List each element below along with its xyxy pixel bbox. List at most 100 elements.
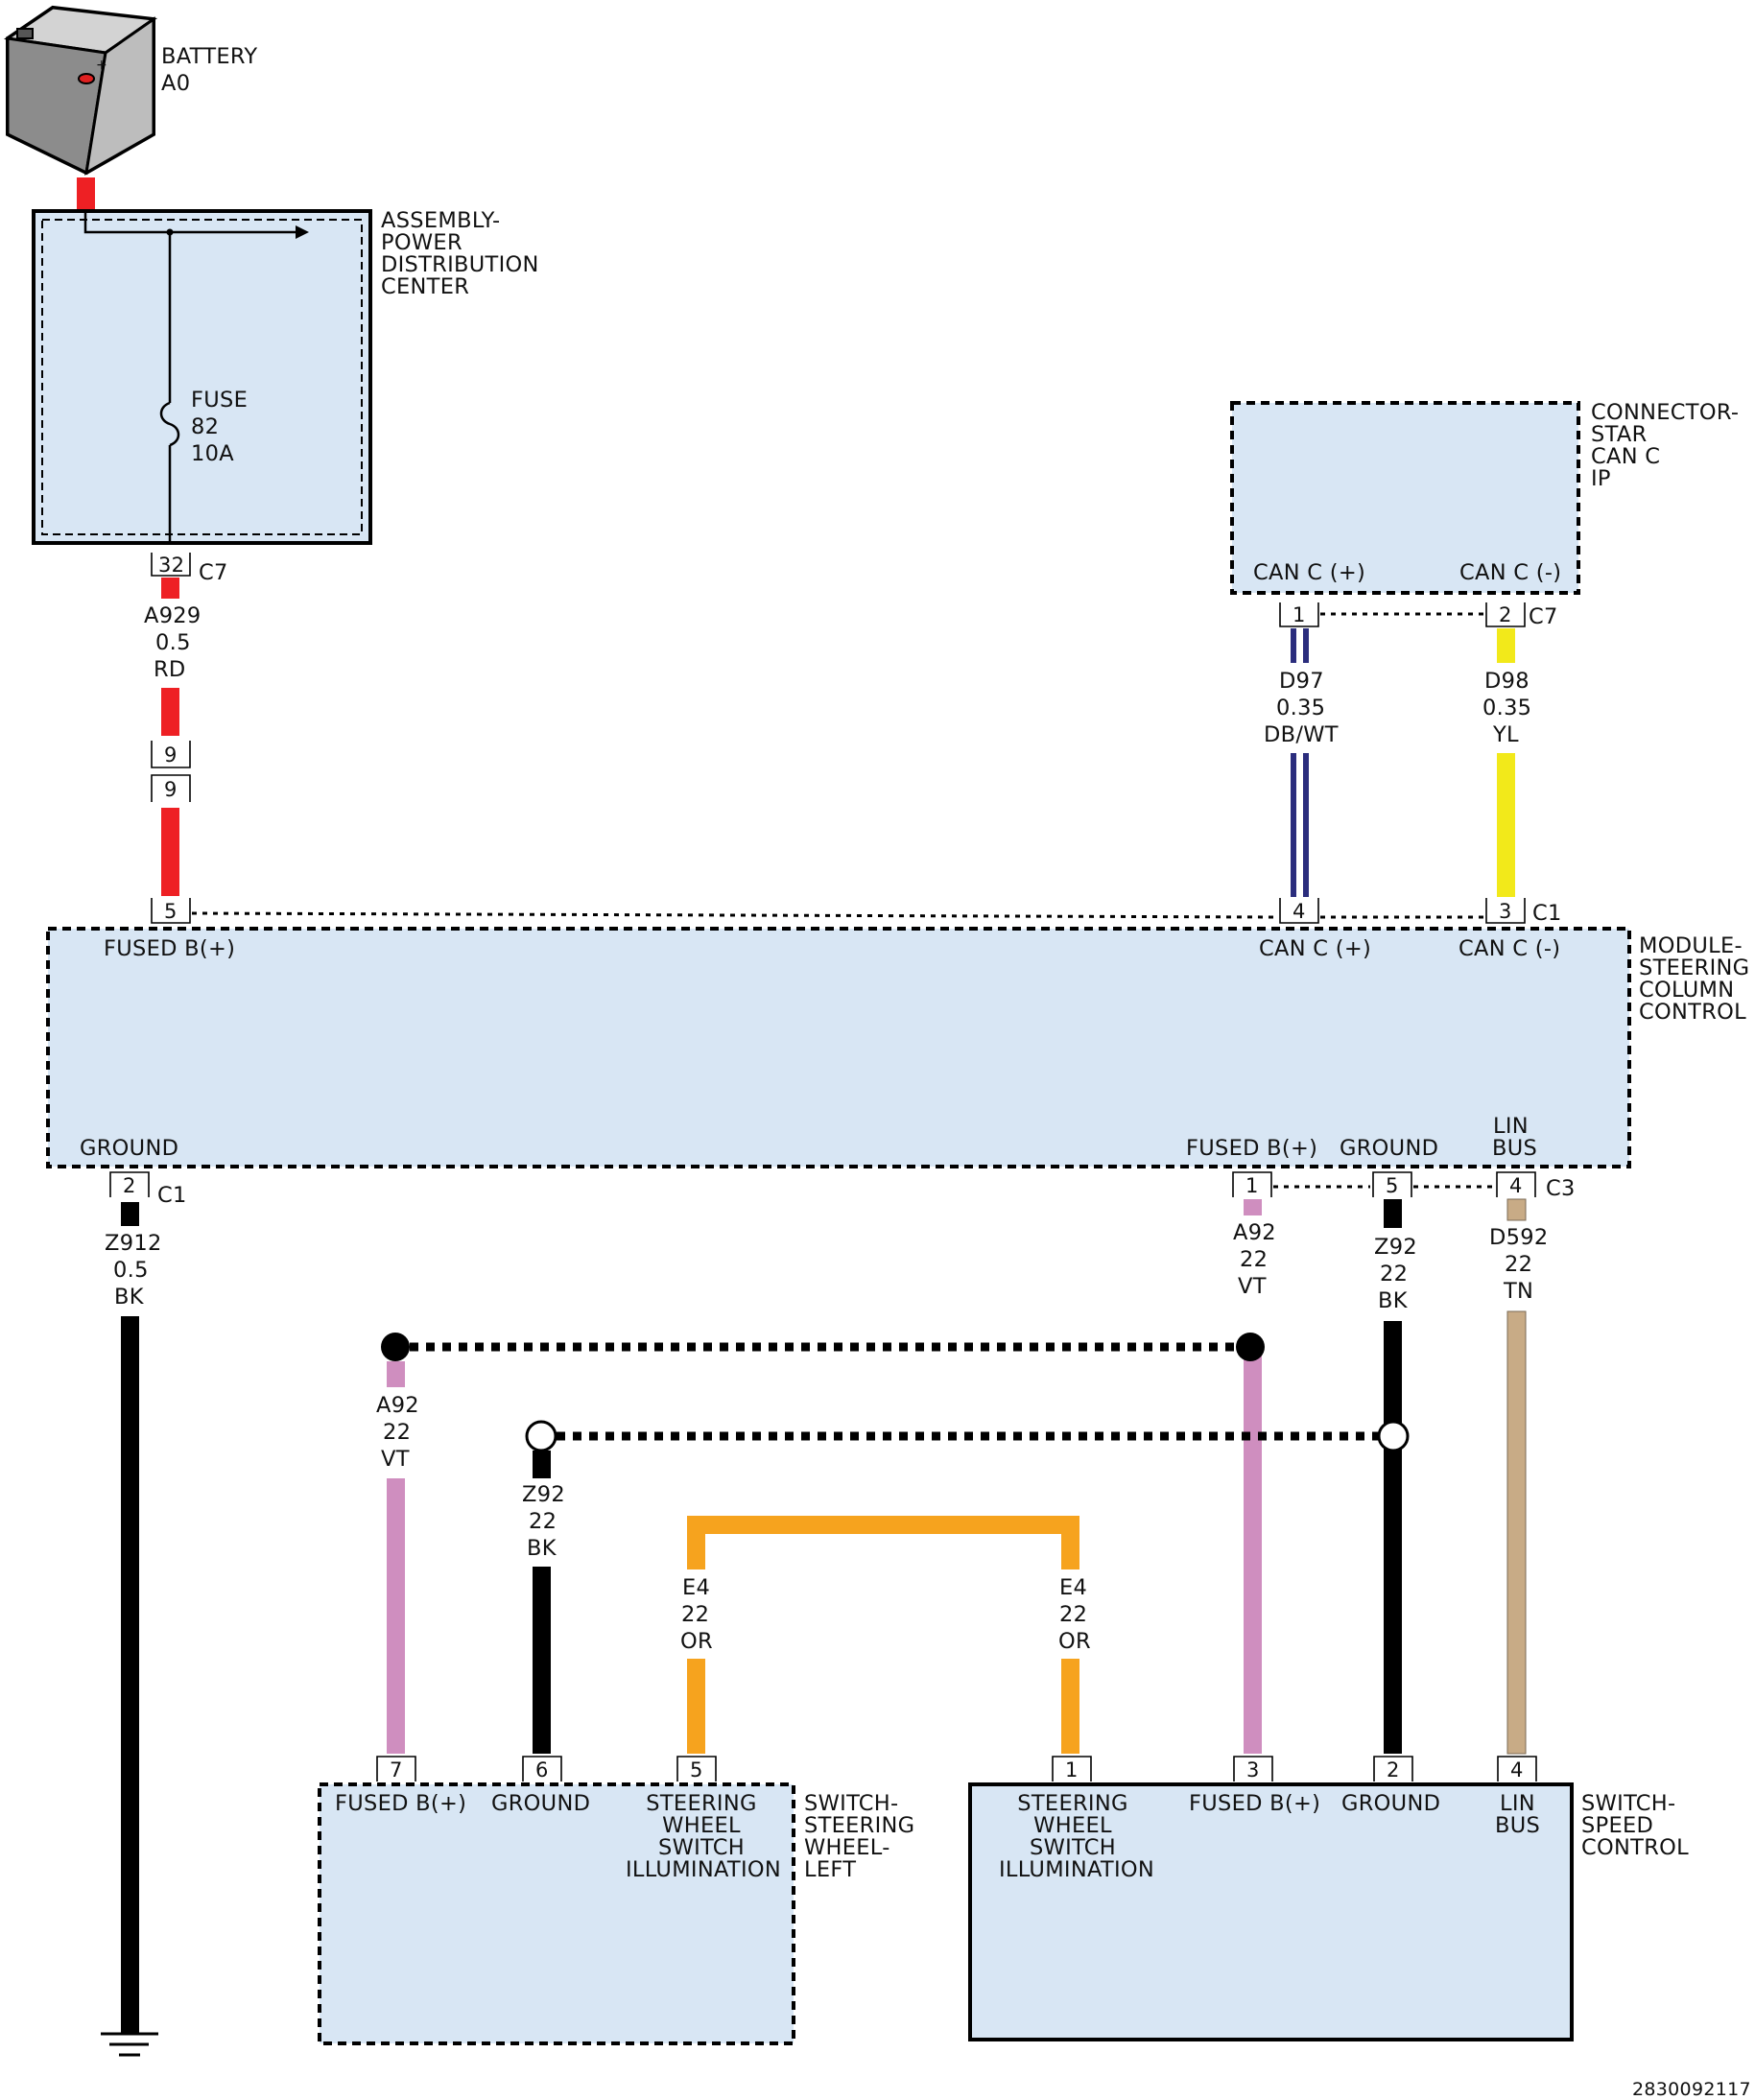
- wire-z92-right-bottom: [1384, 1321, 1402, 1754]
- svg-text:LEFT: LEFT: [804, 1857, 856, 1882]
- svg-text:STEERING: STEERING: [1017, 1791, 1127, 1816]
- battery-feed-wire: [77, 177, 95, 212]
- svg-text:A92: A92: [1233, 1220, 1276, 1245]
- wire-z92-left-label: Z92 22 BK: [522, 1482, 565, 1561]
- svg-text:5: 5: [690, 1758, 703, 1781]
- svg-text:22: 22: [1505, 1252, 1532, 1277]
- svg-text:ILLUMINATION: ILLUMINATION: [626, 1857, 781, 1882]
- wire-a92-left-top: [387, 1361, 405, 1387]
- svg-text:32: 32: [158, 554, 184, 577]
- svg-text:CENTER: CENTER: [381, 274, 469, 299]
- svg-text:BUS: BUS: [1492, 1136, 1537, 1161]
- sws-ground-label: GROUND: [1341, 1791, 1440, 1816]
- sws-label: SWITCH- SPEED CONTROL: [1581, 1791, 1689, 1860]
- svg-text:ASSEMBLY-: ASSEMBLY-: [381, 208, 500, 233]
- svg-text:YL: YL: [1492, 722, 1519, 747]
- sccm-pin-4: 4: [1279, 898, 1319, 924]
- svg-text:CONTROL: CONTROL: [1581, 1835, 1689, 1860]
- svg-text:Z912: Z912: [105, 1231, 162, 1256]
- svg-text:BK: BK: [527, 1536, 557, 1561]
- splice-a92-right: [1236, 1333, 1265, 1361]
- svg-text:5: 5: [164, 900, 178, 923]
- svg-text:SWITCH: SWITCH: [1030, 1835, 1116, 1860]
- svg-text:0.35: 0.35: [1482, 696, 1531, 720]
- sccm-c3-pin-1: 1: [1232, 1171, 1272, 1197]
- wire-d592-bottom: [1506, 1310, 1527, 1755]
- pdc-label: ASSEMBLY- POWER DISTRIBUTION CENTER: [381, 208, 538, 299]
- svg-text:WHEEL: WHEEL: [1033, 1813, 1112, 1838]
- svg-text:1: 1: [1245, 1174, 1259, 1197]
- svg-text:BK: BK: [1378, 1288, 1409, 1313]
- svg-text:A0: A0: [161, 71, 190, 96]
- sccm-ground2-label: GROUND: [1340, 1136, 1438, 1161]
- fuse-icon: [159, 401, 180, 447]
- svg-text:WHEEL: WHEEL: [662, 1813, 741, 1838]
- svg-text:DB/WT: DB/WT: [1264, 722, 1339, 747]
- sws-fused-label: FUSED B(+): [1189, 1791, 1320, 1816]
- wire-z92-right-top: [1384, 1199, 1402, 1228]
- svg-text:E4: E4: [682, 1575, 710, 1600]
- swl-illum-label: STEERING WHEEL SWITCH ILLUMINATION: [626, 1791, 781, 1882]
- wire-e4-left-bottom: [687, 1659, 705, 1754]
- sws-pin-2: 2: [1373, 1756, 1413, 1781]
- svg-text:POWER: POWER: [381, 230, 462, 255]
- svg-text:2: 2: [1499, 603, 1512, 626]
- wire-z912-top: [121, 1202, 139, 1226]
- svg-text:4: 4: [1509, 1174, 1523, 1197]
- svg-text:4: 4: [1510, 1758, 1524, 1781]
- wire-z92-left-bottom: [533, 1567, 551, 1754]
- svg-text:TN: TN: [1503, 1279, 1533, 1304]
- wire-a92-right-top: [1244, 1199, 1262, 1215]
- star-can-minus-label: CAN C (-): [1459, 560, 1561, 585]
- sccm-fused2-label: FUSED B(+): [1186, 1136, 1317, 1161]
- wire-e4-right-label: E4 22 OR: [1058, 1575, 1091, 1654]
- svg-text:BATTERY: BATTERY: [161, 44, 257, 69]
- svg-text:CAN C: CAN C: [1591, 444, 1660, 469]
- wire-d98-bottom: [1497, 753, 1515, 897]
- svg-text:RD: RD: [154, 657, 186, 682]
- swl-pin-5: 5: [676, 1756, 717, 1781]
- wire-d592-label: D592 22 TN: [1489, 1225, 1548, 1304]
- svg-text:BUS: BUS: [1495, 1813, 1540, 1838]
- svg-text:0.5: 0.5: [113, 1258, 149, 1283]
- wire-a92-right-bottom: [1244, 1347, 1262, 1754]
- wire-z92-left-top: [533, 1451, 551, 1478]
- svg-text:10A: 10A: [191, 441, 234, 466]
- figure-id: 2830092117: [1632, 2079, 1751, 2100]
- svg-text:D592: D592: [1489, 1225, 1548, 1250]
- sccm-connector-c1-top: C1: [1532, 901, 1562, 926]
- wire-d592-top: [1506, 1198, 1527, 1221]
- sccm-c3-pin-4: 4: [1496, 1171, 1536, 1197]
- star-connector-label: CONNECTOR- STAR CAN C IP: [1591, 400, 1739, 491]
- svg-text:A92: A92: [376, 1393, 419, 1418]
- svg-text:5: 5: [1386, 1174, 1399, 1197]
- swl-fused-label: FUSED B(+): [335, 1791, 466, 1816]
- svg-text:22: 22: [1240, 1247, 1268, 1272]
- swl-pin-6: 6: [522, 1756, 562, 1781]
- svg-text:CONNECTOR-: CONNECTOR-: [1591, 400, 1739, 425]
- svg-text:6: 6: [535, 1758, 549, 1781]
- sccm-connector-c3: C3: [1546, 1176, 1576, 1201]
- switch-steering-wheel-left: [318, 1782, 795, 2045]
- svg-text:0.5: 0.5: [155, 630, 191, 655]
- star-connector-c7: C7: [1529, 604, 1558, 629]
- star-pin-2: 2: [1485, 602, 1526, 627]
- sccm-can-plus-label: CAN C (+): [1259, 936, 1371, 961]
- svg-text:ILLUMINATION: ILLUMINATION: [999, 1857, 1154, 1882]
- wire-d97-bottom: [1291, 753, 1309, 897]
- wire-a92-left-bottom: [387, 1478, 405, 1754]
- svg-text:BK: BK: [114, 1285, 145, 1310]
- wire-e4-loop: [687, 1516, 1079, 1569]
- battery-label: BATTERY A0: [161, 44, 257, 96]
- svg-text:2: 2: [1387, 1758, 1400, 1781]
- sccm-pin-2: 2: [109, 1171, 150, 1197]
- splice-a92-left: [381, 1333, 410, 1361]
- sws-pin-3: 3: [1233, 1756, 1273, 1781]
- sccm-pin-5: 5: [151, 898, 191, 924]
- svg-text:E4: E4: [1059, 1575, 1087, 1600]
- svg-text:STAR: STAR: [1591, 422, 1648, 447]
- steering-column-control-module: [46, 927, 1631, 1168]
- sccm-c1-link-a: [191, 911, 1278, 919]
- pdc-pin-32: 32: [151, 553, 191, 577]
- sccm-fused-label: FUSED B(+): [104, 936, 235, 961]
